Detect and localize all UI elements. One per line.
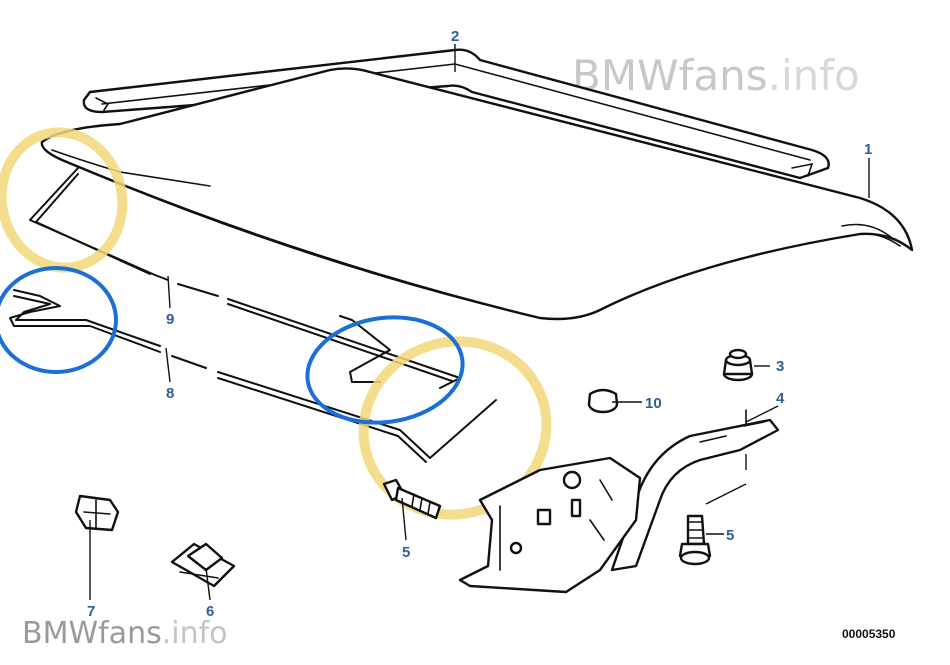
leader-4 bbox=[705, 405, 779, 505]
callout-4: 4 bbox=[776, 390, 785, 407]
leader-5-left bbox=[401, 497, 407, 541]
torsion-rod-lower bbox=[9, 289, 497, 463]
watermark-top-suffix: .info bbox=[768, 51, 860, 100]
leader-6 bbox=[205, 567, 211, 601]
callout-5-left: 5 bbox=[402, 544, 410, 561]
callout-6: 6 bbox=[206, 603, 214, 620]
rubber-buffer bbox=[722, 348, 754, 382]
highlight-blue-left bbox=[0, 266, 118, 374]
watermark-top: BMWfans.info bbox=[572, 51, 860, 100]
callout-2: 2 bbox=[451, 28, 459, 45]
diagram-id: 00005350 bbox=[842, 627, 896, 641]
bolt-left bbox=[382, 478, 442, 520]
watermark-bottom: BMWfans.info bbox=[22, 616, 228, 651]
watermark-bottom-suffix: .info bbox=[162, 616, 228, 651]
leader-8 bbox=[165, 347, 171, 383]
bolt-right bbox=[678, 514, 712, 566]
plug-cap bbox=[587, 388, 619, 414]
spring-nut bbox=[170, 542, 236, 588]
highlight-blue-right bbox=[305, 315, 465, 425]
highlight-yellow-left bbox=[0, 127, 128, 273]
callout-9: 9 bbox=[166, 311, 174, 328]
callout-7: 7 bbox=[87, 603, 95, 620]
callout-3: 3 bbox=[776, 358, 784, 375]
hinge bbox=[610, 409, 780, 572]
callout-1: 1 bbox=[864, 141, 872, 158]
watermark-bottom-main: BMWfans bbox=[22, 616, 162, 651]
callout-8: 8 bbox=[166, 385, 174, 402]
watermark-top-main: BMWfans bbox=[572, 51, 768, 100]
highlight-yellow-right bbox=[358, 336, 552, 520]
leader-9 bbox=[167, 275, 171, 309]
callout-5-right: 5 bbox=[726, 527, 734, 544]
cable-clip bbox=[74, 494, 120, 532]
hinge-bracket bbox=[458, 456, 642, 594]
callout-10: 10 bbox=[645, 395, 662, 412]
